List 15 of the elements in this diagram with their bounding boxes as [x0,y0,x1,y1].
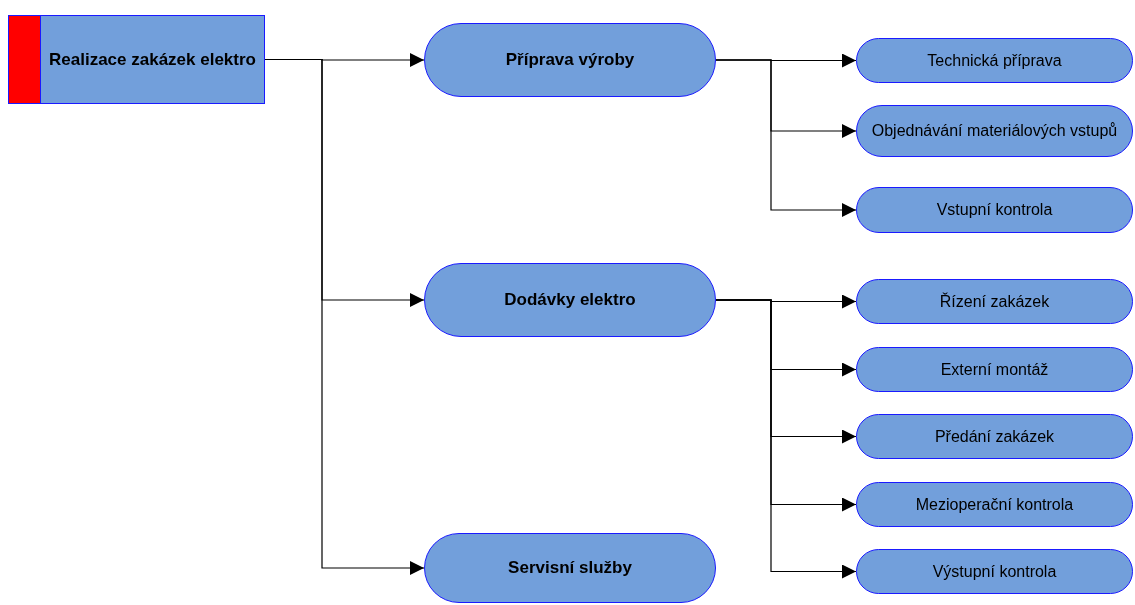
rounded-box: Externí montáž [856,347,1133,392]
rounded-box: Výstupní kontrola [856,549,1133,594]
rounded-box: Technická příprava [856,38,1133,83]
process-box [8,15,265,104]
rounded-box: Mezioperační kontrola [856,482,1133,527]
node-label: Realizace zakázek elektro [49,49,256,71]
rounded-box: Objednávání materiálových vstupů [856,105,1133,157]
rounded-box: Příprava výroby [424,23,716,97]
rounded-box: Řízení zakázek [856,279,1133,324]
rounded-box: Předání zakázek [856,414,1133,459]
rounded-box: Vstupní kontrola [856,187,1133,233]
rounded-box: Dodávky elektro [424,263,716,337]
arrow [715,299,857,579]
rounded-box: Servisní služby [424,533,716,603]
arrow [715,59,857,217]
